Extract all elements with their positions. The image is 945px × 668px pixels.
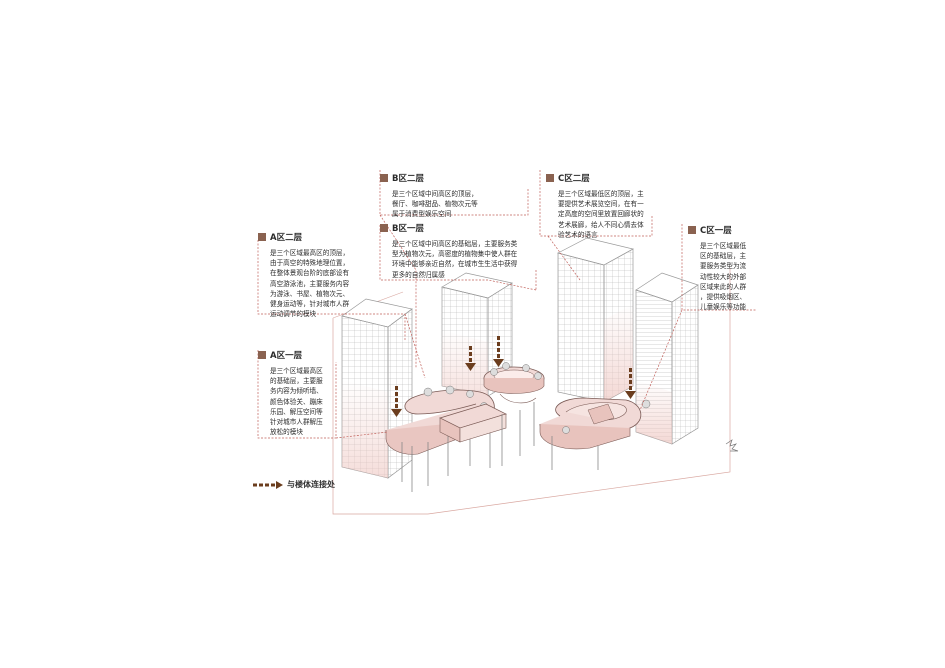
legend-label: 与楼体连接处 [287,480,335,489]
annotation-title: A区一层 [270,351,303,361]
annotation-title: B区一层 [392,224,424,234]
annotation-title: C区二层 [558,174,590,184]
annotation-c1: C区一层 是三个区域最低 区的基础层，主 要服务类型为流 动性较大的外部 区域来… [688,224,746,312]
annotation-text: 是三个区域最高区 的基础层，主要服 务内容为倾听墙、 颜色体验关、蹦床 乐园、解… [270,367,323,437]
annotation-title: B区二层 [392,174,424,184]
annotation-text: 是三个区域中间高区的顶层， 餐厅、咖啡甜品、植物次元等 属于消费型娱乐空间 [392,190,478,219]
tower-b [441,272,513,397]
marker-square [258,233,266,241]
annotation-b1: B区一层 是三个区域中间高区的基础层，主要服务类 型为植物次元，高密度的植物集中… [380,222,517,280]
marker-square [546,174,554,182]
platform-c [539,397,651,470]
leader-lines [257,170,756,439]
annotation-text: 是三个区域中间高区的基础层，主要服务类 型为植物次元，高密度的植物集中使人群在 … [392,240,518,279]
tree-symbol [725,439,739,452]
annotation-title: A区二层 [270,233,303,243]
connection-arrow-b2 [493,336,504,367]
annotation-c2: C区二层 是三个区域最低区的顶层，主 要提供艺术展览空间，在有一 定高度的空间里… [546,172,644,240]
annotation-title: C区一层 [700,226,732,236]
marker-square [380,174,388,182]
connection-arrow-b1 [465,346,476,371]
annotation-b2: B区二层 是三个区域中间高区的顶层， 餐厅、咖啡甜品、植物次元等 属于消费型娱乐… [380,172,478,220]
tower-c [557,237,634,403]
legend: 与楼体连接处 [253,479,335,490]
dotted-arrow-icon [253,480,283,489]
marker-square [258,351,266,359]
annotation-text: 是三个区域最低区的顶层，主 要提供艺术展览空间，在有一 定高度的空间里放置回廊状… [558,190,644,239]
annotation-a2: A区二层 是三个区域最高区的顶层， 由于高空的特殊地理位置， 在整体景观台阶的底… [258,231,349,319]
marker-square [380,224,388,232]
connection-arrows [391,336,636,417]
annotation-text: 是三个区域最高区的顶层， 由于高空的特殊地理位置， 在整体景观台阶的底部设有 高… [270,249,350,319]
annotation-a1: A区一层 是三个区域最高区 的基础层，主要服 务内容为倾听墙、 颜色体验关、蹦床… [258,349,323,437]
connection-arrow-a [391,386,402,417]
annotation-text: 是三个区域最低 区的基础层，主 要服务类型为流 动性较大的外部 区域来此的人群 … [700,242,747,312]
platform-b [439,362,545,466]
marker-square [688,226,696,234]
connection-arrow-c [625,368,636,399]
